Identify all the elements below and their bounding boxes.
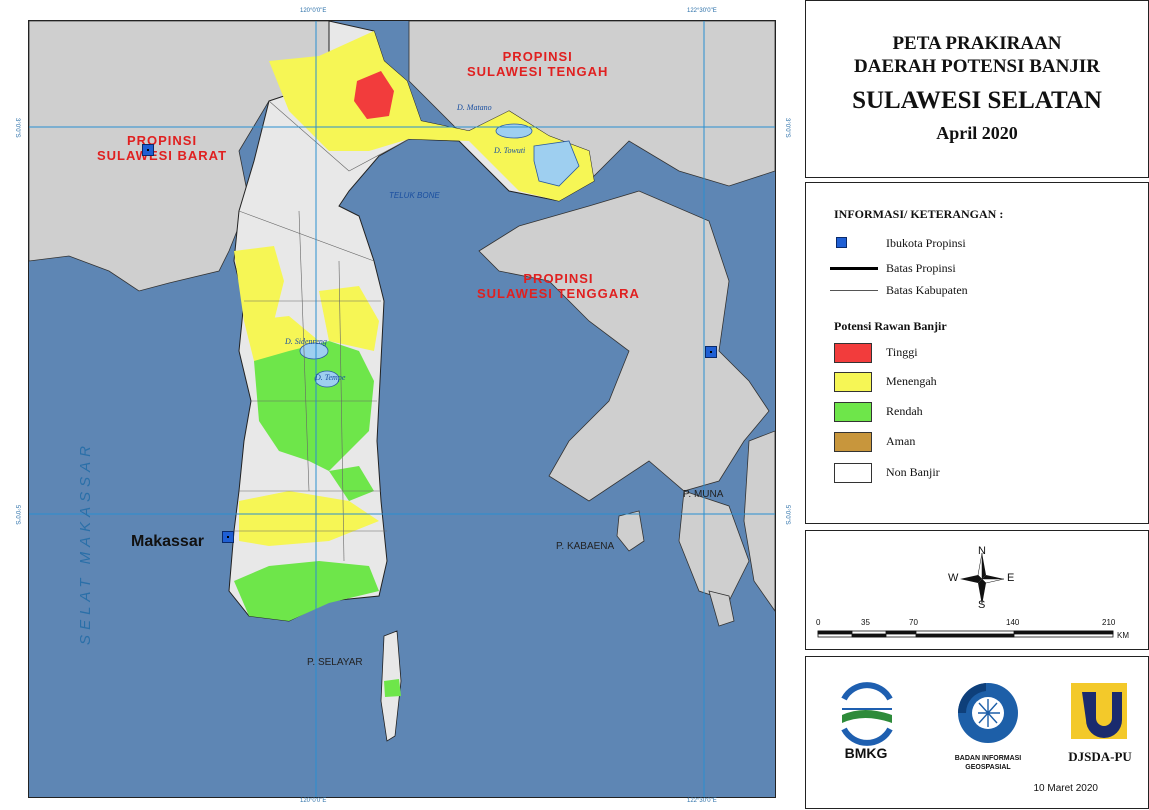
coord-label-lon-bottom-2: 122°30'0"E [687,798,717,804]
compass-east: E [1007,572,1015,584]
compass-north: N [978,545,986,557]
bmkg-label: BMKG [844,745,888,761]
coord-label-lat-right-1: 3°0'0"S [784,118,790,138]
coord-label-lat-right-2: 5°0'0"S [784,505,790,525]
legend-label-capital: Ibukota Propinsi [886,236,966,250]
big-logo-icon [957,683,1018,743]
capital-marker-mamuju[interactable] [142,144,154,156]
lake-label-towuti: D. Towuti [494,146,526,155]
legend-category-heading: Potensi Rawan Banjir [834,319,947,333]
compass-scale-graphic [817,552,1114,638]
compass-south: S [978,599,986,611]
scale-tick-70: 70 [909,618,918,627]
capital-marker-makassar[interactable] [222,531,234,543]
scale-bar-icon [817,630,1114,638]
coord-label-lon-top-1: 120°0'0"E [300,8,327,14]
legend-label-menengah: Menengah [886,374,937,388]
capital-marker-kendari[interactable] [705,346,717,358]
thick-line-icon [830,267,878,270]
lake-label-sidenreng: D. Sidenreng [285,337,327,346]
legend-swatch-menengah [834,372,872,392]
coord-label-lon-bottom-1: 120°0'0"E [300,798,327,804]
island-label-kabaena: P. KABAENA [556,541,615,552]
legend-label-non-banjir: Non Banjir [886,465,940,479]
legend-swatch-aman [834,432,872,452]
lake-label-tempe: D. Tempe [315,373,346,382]
scale-tick-210: 210 [1102,618,1116,627]
logos-graphic [841,682,1127,746]
title-line-1: PETA PRAKIRAAN [892,33,1062,54]
legend-swatch-rendah [834,402,872,422]
djsda-logo-icon [1071,683,1127,739]
scale-tick-0: 0 [816,618,821,627]
capital-square-icon [836,237,847,248]
djsda-label: DJSDA-PU [1068,749,1132,764]
island-label-selayar: P. SELAYAR [307,657,363,668]
strait-label-selat-makassar: SELAT MAKASSAR [77,441,94,645]
coord-label-lon-top-2: 122°30'0"E [687,8,717,14]
thin-line-icon [830,290,878,291]
scale-tick-140: 140 [1006,618,1020,627]
title-period: April 2020 [936,123,1018,143]
title-line-2: DAERAH POTENSI BANJIR [854,56,1100,77]
compass-rose-icon [960,552,1005,605]
legend-label-district-border: Batas Kabupaten [886,283,968,297]
compass-west: W [948,572,959,584]
scale-unit: KM [1117,631,1129,640]
coord-label-lat-left-2: 5°0'0"S [14,505,20,525]
island-label-muna: P. MUNA [683,489,724,500]
legend-label-province-border: Batas Propinsi [886,261,956,275]
legend-swatch-non-banjir [834,463,872,483]
bmkg-logo-icon [841,682,893,746]
legend-panel: INFORMASI/ KETERANGAN : Ibukota Propinsi… [805,182,1149,524]
legend-label-tinggi: Tinggi [886,345,918,359]
lake-label-matano: D. Matano [457,103,492,112]
legend-label-rendah: Rendah [886,404,923,418]
big-label-line1: BADAN INFORMASI [954,755,1022,762]
scale-tick-35: 35 [861,618,870,627]
big-label-line2: GEOSPASIAL [965,764,1011,771]
sea-label-teluk-bone: TELUK BONE [389,191,440,200]
legend-label-aman: Aman [886,434,916,448]
title-main: SULAWESI SELATAN [852,87,1102,114]
coord-label-lat-left-1: 3°0'0"S [14,118,20,138]
compass-scale-panel: N S W E 0 35 70 140 210 KM [805,530,1149,650]
logo-panel: BMKG BADAN INFORMASI GEOSPASIAL DJSDA-PU… [805,656,1149,809]
city-label-makassar: Makassar [131,533,204,550]
legend-swatch-tinggi [834,343,872,363]
map-graphic [29,21,775,797]
legend-heading: INFORMASI/ KETERANGAN : [834,207,1004,221]
map-date: 10 Maret 2020 [1033,783,1099,794]
title-panel: PETA PRAKIRAAN DAERAH POTENSI BANJIR SUL… [805,0,1149,178]
